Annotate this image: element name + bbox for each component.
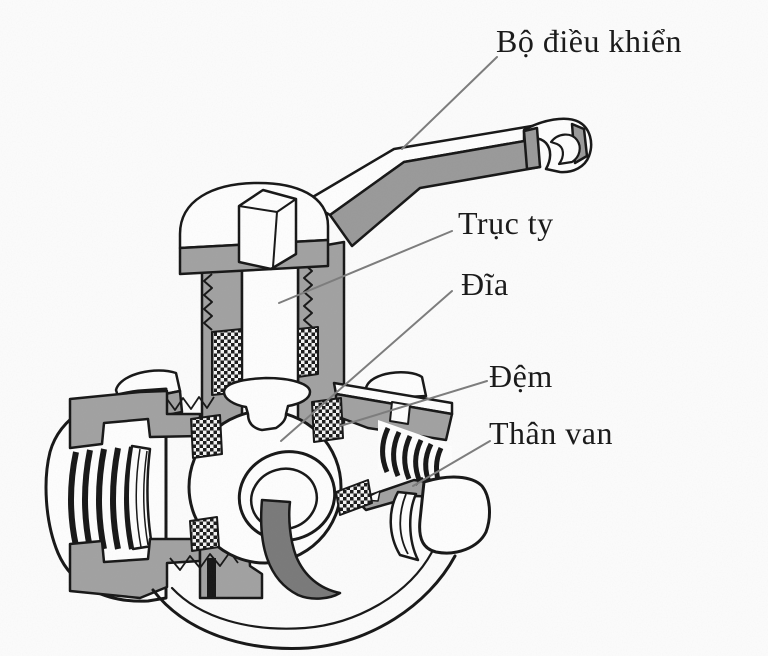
label-seat: Đệm [489, 358, 553, 394]
label-disc: Đĩa [461, 266, 509, 302]
label-body: Thân van [489, 415, 613, 451]
pipe-sleeve [126, 444, 154, 551]
seat-upper-left [190, 414, 223, 459]
right-outlet-arm [332, 371, 491, 562]
bonnet-cap [178, 181, 330, 276]
handle-hook-end [522, 117, 593, 174]
seat-upper-right [311, 397, 344, 443]
stem-hex-head [237, 188, 298, 271]
label-handle: Bộ điều khiển [496, 23, 683, 59]
seat-lower-left [189, 516, 220, 552]
packing-gland-right [297, 326, 319, 378]
union-nut [418, 475, 491, 555]
label-stem: Trục ty [458, 205, 554, 241]
collar-ring [389, 490, 420, 562]
